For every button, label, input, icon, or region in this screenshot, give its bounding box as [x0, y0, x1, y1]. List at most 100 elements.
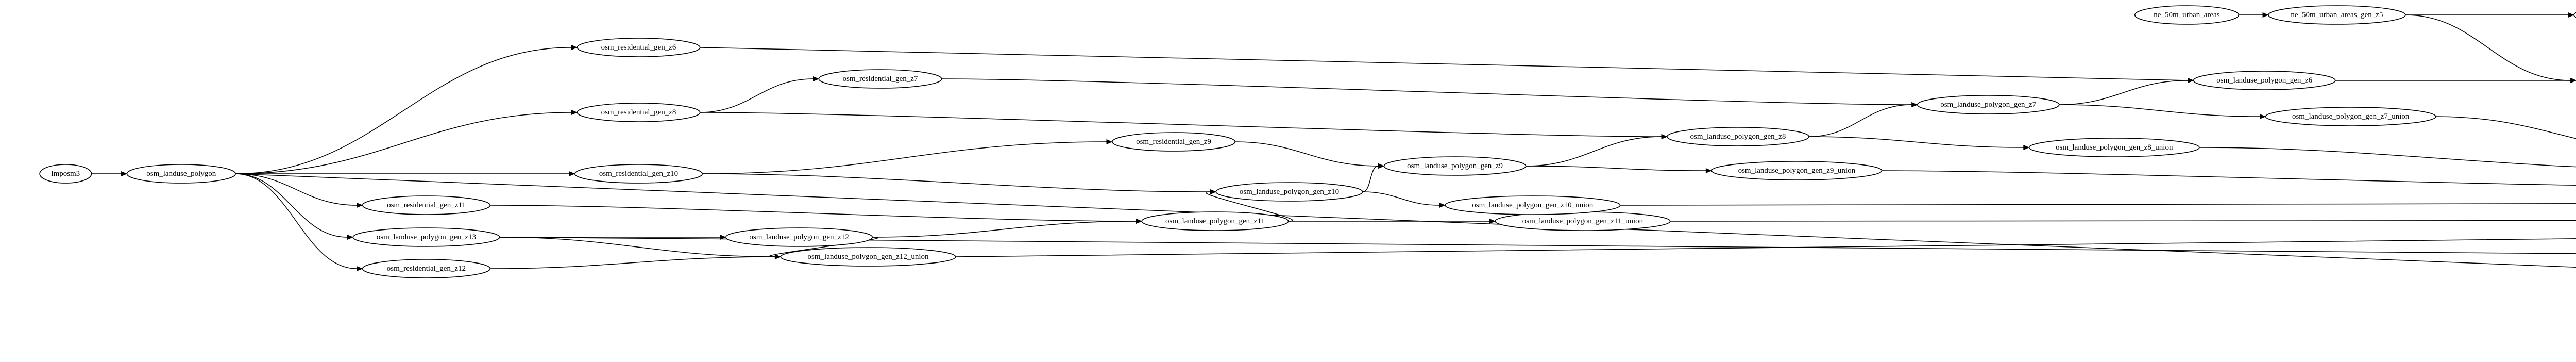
edge-osm_landuse_polygon_gen_z7--osm_landuse_polygon_gen_z6 — [2059, 77, 2194, 105]
node-osm_landuse_polygon_gen_z12_union[interactable]: osm_landuse_polygon_gen_z12_union — [780, 247, 956, 267]
node-shape — [2028, 138, 2200, 157]
edge-arrowhead — [720, 234, 726, 240]
node-osm_landuse_polygon_gen_z7_union[interactable]: osm_landuse_polygon_gen_z7_union — [2265, 107, 2436, 126]
edge-osm_landuse_polygon_gen_z11--osm_landuse_polygon_gen_z11_union — [1288, 218, 1496, 224]
node-osm_residential_gen_z11[interactable]: osm_residential_gen_z11 — [362, 195, 491, 215]
edge-osm_landuse_polygon--osm_residential_gen_z12 — [235, 173, 363, 272]
node-label: osm_landuse_polygon — [146, 170, 216, 178]
edge-arrowhead — [1210, 189, 1217, 195]
node-label: osm_landuse_polygon_gen_z9 — [1407, 162, 1503, 170]
node-ne_50m_urban_areas_gen_z5[interactable]: ne_50m_urban_areas_gen_z5 — [2268, 5, 2406, 25]
edge-arrowhead — [357, 202, 363, 208]
node-osm_residential_gen_z6[interactable]: osm_residential_gen_z6 — [577, 38, 701, 57]
edge-osm_residential_gen_z10--osm_landuse_polygon_gen_z10 — [702, 173, 1217, 195]
node-osm_landuse_polygon[interactable]: osm_landuse_polygon — [126, 164, 236, 184]
edge-arrowhead — [2568, 12, 2574, 18]
node-label: osm_landuse_polygon_gen_z8_union — [2056, 143, 2173, 152]
edge-line — [872, 221, 1137, 238]
node-osm_landuse_polygon_gen_z9[interactable]: osm_landuse_polygon_gen_z9 — [1383, 156, 1527, 176]
edge-line — [235, 173, 357, 206]
node-osm_landuse_polygon_gen_z7[interactable]: osm_landuse_polygon_gen_z7 — [1917, 95, 2060, 114]
node-osm_landuse_polygon_gen_z10[interactable]: osm_landuse_polygon_gen_z10 — [1215, 182, 1363, 202]
edge-line — [2405, 14, 2571, 81]
node-osm_residential_gen_z8[interactable]: osm_residential_gen_z8 — [577, 103, 701, 122]
edge-osm_landuse_polygon_gen_z12--osm_landuse_polygon_gen_z12_union — [769, 237, 878, 260]
edge-osm_residential_gen_z10--osm_residential_gen_z9 — [702, 139, 1113, 174]
edge-arrowhead — [774, 254, 782, 260]
node-shape — [1445, 195, 1621, 215]
node-label: osm_landuse_polygon_gen_z11 — [1165, 217, 1265, 225]
edge-osm_landuse_polygon_gen_z10_union--layer_landuse.z10 — [1620, 203, 2576, 206]
node-osm_landuse_polygon_gen_z11[interactable]: osm_landuse_polygon_gen_z11 — [1141, 211, 1289, 231]
node-label: osm_landuse_polygon_gen_z9_union — [1738, 167, 1856, 175]
edge-line — [1526, 136, 1662, 167]
edge-osm_landuse_polygon_gen_z13--layer_landuse.z13 — [499, 237, 2576, 255]
edge-osm_landuse_polygon_gen_z11--osm_landuse_polygon_gen_z10 — [1206, 189, 1293, 222]
edge-arrowhead — [357, 266, 363, 272]
node-osm_residential_gen_z7[interactable]: osm_residential_gen_z7 — [818, 69, 942, 89]
edge-line — [1526, 166, 1706, 171]
node-osm_landuse_polygon_gen_z6[interactable]: osm_landuse_polygon_gen_z6 — [2193, 71, 2336, 90]
node-label: ne_50m_urban_areas — [2154, 11, 2219, 19]
node-ne_50m_urban_areas_gen_z4[interactable]: ne_50m_urban_areas_gen_z4 — [2573, 6, 2576, 24]
edge-line — [2059, 104, 2260, 117]
edge-line — [235, 173, 348, 238]
edge-line — [702, 141, 1107, 174]
node-osm_landuse_polygon_gen_z12[interactable]: osm_landuse_polygon_gen_z12 — [725, 227, 873, 247]
node-osm_residential_gen_z10[interactable]: osm_residential_gen_z10 — [574, 164, 703, 184]
node-osm_landuse_polygon_gen_z8_union[interactable]: osm_landuse_polygon_gen_z8_union — [2028, 138, 2200, 157]
edge-line — [700, 112, 1662, 137]
edge-line — [235, 112, 572, 174]
edge-arrowhead — [1136, 218, 1142, 224]
node-label: osm_residential_gen_z11 — [387, 201, 466, 209]
node-label: osm_landuse_polygon_gen_z12_union — [808, 253, 929, 261]
edge-arrowhead — [571, 44, 578, 51]
edge-arrowhead — [2570, 77, 2576, 84]
node-label: osm_residential_gen_z9 — [1136, 138, 1211, 146]
node-imposm3[interactable]: imposm3 — [39, 164, 92, 184]
node-osm_landuse_polygon_gen_z9_union[interactable]: osm_landuse_polygon_gen_z9_union — [1711, 161, 1883, 180]
edge-line — [1809, 104, 1912, 137]
node-shape — [2573, 12, 2576, 18]
edge-arrowhead — [1489, 218, 1496, 224]
node-shape — [39, 164, 92, 184]
node-shape — [1112, 132, 1236, 152]
edge-osm_landuse_polygon_gen_z9--osm_landuse_polygon_gen_z8 — [1526, 134, 1668, 167]
node-label: osm_residential_gen_z10 — [599, 170, 678, 178]
edge-ne_50m_urban_areas_gen_z5--osm_landuse_polygon_gen_z6_union — [2405, 14, 2576, 84]
node-shape — [780, 247, 956, 267]
node-osm_landuse_polygon_gen_z10_union[interactable]: osm_landuse_polygon_gen_z10_union — [1445, 195, 1621, 215]
node-ne_50m_urban_areas[interactable]: ne_50m_urban_areas — [2134, 5, 2240, 25]
node-osm_residential_gen_z12[interactable]: osm_residential_gen_z12 — [362, 259, 491, 278]
edge-osm_landuse_polygon_gen_z10--osm_landuse_polygon_gen_z9 — [1362, 163, 1385, 192]
node-label: osm_landuse_polygon_gen_z12 — [749, 233, 849, 241]
edge-osm_landuse_polygon_gen_z11_union--layer_landuse.z11 — [1670, 220, 2576, 222]
edge-osm_landuse_polygon_gen_z10--osm_landuse_polygon_gen_z10_union — [1362, 191, 1446, 208]
node-shape — [1141, 211, 1289, 231]
node-shape — [1667, 127, 1809, 146]
node-shape — [362, 259, 491, 278]
edge-osm_residential_gen_z12--osm_landuse_polygon_gen_z12_union — [490, 254, 782, 269]
node-shape — [126, 164, 236, 184]
edge-line — [1882, 170, 2576, 186]
node-label: osm_landuse_polygon_gen_z7_union — [2292, 112, 2410, 121]
edge-osm_landuse_polygon_gen_z12_union--layer_landuse.z12 — [955, 238, 2576, 257]
edge-osm_landuse_polygon--osm_residential_gen_z8 — [235, 109, 578, 174]
node-osm_landuse_polygon_gen_z13[interactable]: osm_landuse_polygon_gen_z13 — [352, 227, 500, 247]
node-osm_landuse_polygon_gen_z11_union[interactable]: osm_landuse_polygon_gen_z11_union — [1495, 211, 1671, 231]
node-shape — [1711, 161, 1883, 180]
edge-osm_residential_gen_z7--osm_landuse_polygon_gen_z7 — [941, 78, 1918, 108]
edge-arrowhead — [2188, 77, 2194, 84]
node-shape — [1215, 182, 1363, 202]
edge-imposm3--osm_landuse_polygon — [91, 171, 128, 177]
edge-arrowhead — [2023, 144, 2030, 151]
node-osm_landuse_polygon_gen_z8[interactable]: osm_landuse_polygon_gen_z8 — [1667, 127, 1809, 146]
nodes-layer: imposm3 osm_landuse_polygon osm_residentia… — [39, 5, 2576, 278]
node-osm_residential_gen_z9[interactable]: osm_residential_gen_z9 — [1112, 132, 1236, 152]
edge-line — [2059, 80, 2188, 105]
node-label: osm_residential_gen_z6 — [601, 43, 676, 52]
edge-arrowhead — [1911, 102, 1918, 108]
edge-line — [1620, 203, 2576, 206]
edge-line — [769, 237, 878, 257]
